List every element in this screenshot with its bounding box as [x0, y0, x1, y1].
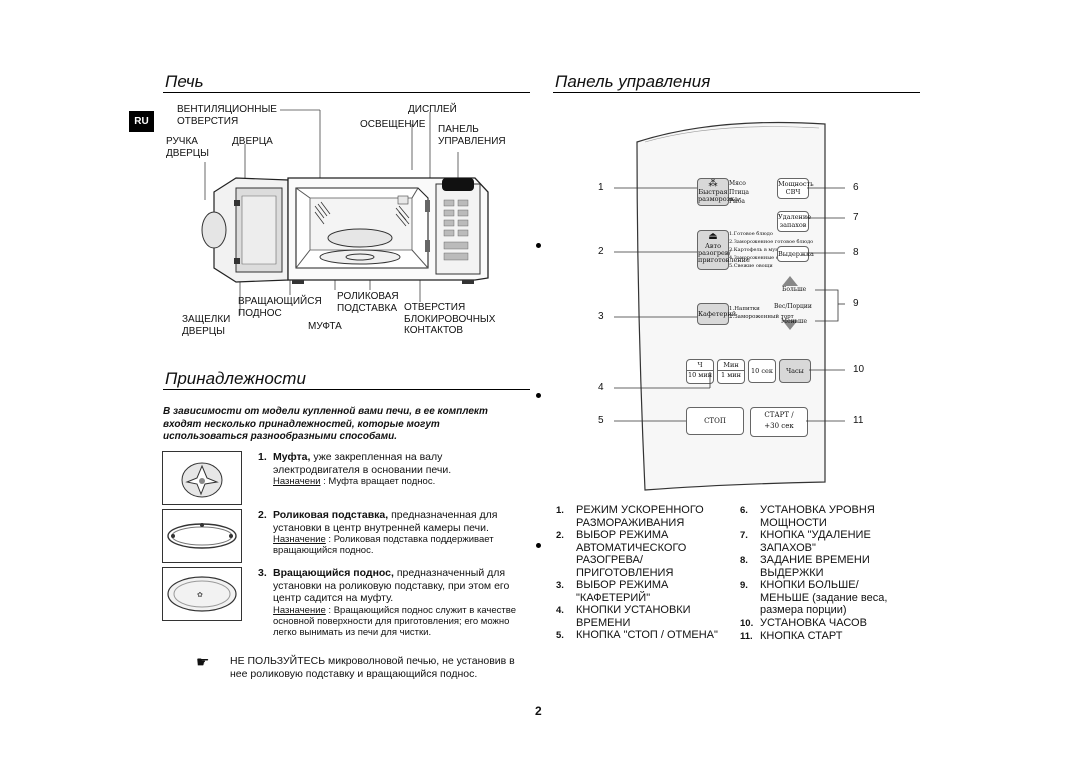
label-display: ДИСПЛЕЙ [408, 104, 457, 115]
label-door: ДВЕРЦА [232, 136, 273, 147]
label-control-panel: ПАНЕЛЬ УПРАВЛЕНИЯ [438, 124, 506, 147]
defrost-icon: ⁂ [708, 179, 718, 189]
less-button[interactable]: Меньше [781, 318, 808, 325]
stop-cancel-button[interactable]: СТОП [686, 407, 744, 435]
label-door-latches: ЗАЩЕЛКИ ДВЕРЦЫ [182, 314, 231, 337]
coupler-image [162, 451, 242, 505]
label-roller-ring: РОЛИКОВАЯ ПОДСТАВКА [337, 291, 399, 314]
accessories-title-rule [163, 389, 530, 390]
callout-2: 2 [598, 246, 604, 257]
svg-text:✿: ✿ [197, 591, 203, 599]
oven-section-title: Печь [165, 72, 204, 91]
legend-item: 4.КНОПКИ УСТАНОВКИ ВРЕМЕНИ [556, 604, 691, 629]
legend-item: 9.КНОПКИ БОЛЬШЕ/ МЕНЬШЕ (задание веса, р… [740, 579, 888, 616]
legend-item: 2.ВЫБОР РЕЖИМА АВТОМАТИЧЕСКОГО РАЗОГРЕВА… [556, 529, 687, 579]
control-panel-section-title: Панель управления [555, 72, 711, 91]
legend-item: 7.КНОПКА "УДАЛЕНИЕ ЗАПАХОВ" [740, 529, 871, 554]
accessory-item-roller-ring: 2. Роликовая подставка, предназначенная … [258, 509, 498, 556]
pot-icon: ⏏ [708, 231, 718, 242]
callout-4: 4 [598, 382, 604, 393]
callout-7: 7 [853, 212, 859, 223]
legend-item: 1.РЕЖИМ УСКОРЕННОГО РАЗМОРАЖИВАНИЯ [556, 504, 704, 529]
control-panel-title-rule [553, 92, 920, 93]
quick-defrost-button[interactable]: ⁂ Быстрая разморозка [697, 178, 738, 206]
binding-dot [536, 243, 541, 248]
callout-9: 9 [853, 298, 859, 309]
pointing-hand-icon: ☛ [196, 654, 210, 671]
deodorization-button[interactable]: Удаление запахов [777, 211, 811, 232]
callout-11: 11 [853, 415, 864, 426]
callout-5: 5 [598, 415, 604, 426]
turntable-warning: НЕ ПОЛЬЗУЙТЕСЬ микроволновой печью, не у… [230, 655, 515, 680]
auto-reheat-cook-button[interactable]: ⏏ Авто разогрев/ приготовление [697, 230, 750, 270]
start-button[interactable]: СТАРТ / +30 сек [750, 407, 808, 437]
roller-ring-image [162, 509, 242, 563]
binding-dot [536, 543, 541, 548]
weight-servings-label: Вес/Порции [774, 303, 812, 310]
oven-title-rule [163, 92, 530, 93]
accessory-item-coupler: 1. Муфта, уже закрепленная на валу элект… [258, 451, 452, 487]
label-interlock-holes: ОТВЕРСТИЯ БЛОКИРОВОЧНЫХ КОНТАКТОВ [404, 302, 496, 336]
label-light: ОСВЕЩЕНИЕ [360, 119, 426, 130]
label-coupler: МУФТА [308, 321, 342, 332]
minute-button[interactable]: Мин 1 мин [717, 359, 745, 384]
callout-6: 6 [853, 182, 859, 193]
legend-item: 11.КНОПКА СТАРТ [740, 630, 843, 642]
cafeteria-options: 1.Напитки 2.Замороженный торт [729, 306, 794, 320]
legend-item: 3.ВЫБОР РЕЖИМА "КАФЕТЕРИЙ" [556, 579, 669, 604]
control-legend-left: 1.РЕЖИМ УСКОРЕННОГО РАЗМОРАЖИВАНИЯ 2.ВЫБ… [556, 504, 746, 643]
defrost-options: Мясо Птица Рыба [729, 180, 749, 205]
legend-item: 6.УСТАНОВКА УРОВНЯ МОЩНОСТИ [740, 504, 875, 529]
label-door-handle: РУЧКА ДВЕРЦЫ [166, 136, 210, 159]
power-level-button[interactable]: Мощность СВЧ [777, 178, 814, 199]
hour-button[interactable]: Ч 10 мин [686, 359, 714, 384]
auto-reheat-options: 1.Готовое блюдо 2.Замороженное готовое б… [729, 231, 814, 269]
label-turntable: ВРАЩАЮЩИЙСЯ ПОДНОС [238, 296, 322, 319]
clock-button[interactable]: Часы [779, 359, 811, 383]
legend-item: 10.УСТАНОВКА ЧАСОВ [740, 616, 867, 629]
turntable-image: ✿ [162, 567, 242, 621]
holding-time-button[interactable]: Выдержка [777, 246, 814, 262]
oven-illustration [201, 109, 489, 315]
cafeteria-button[interactable]: Кафетерий [697, 303, 736, 325]
binding-dot [536, 393, 541, 398]
accessories-intro: В зависимости от модели купленной вами п… [163, 406, 488, 442]
control-legend-right: 6.УСТАНОВКА УРОВНЯ МОЩНОСТИ 7.КНОПКА "УД… [740, 504, 908, 644]
legend-item: 8.ЗАДАНИЕ ВРЕМЕНИ ВЫДЕРЖКИ [740, 554, 870, 579]
more-button[interactable]: Больше [782, 286, 807, 293]
callout-10: 10 [853, 364, 865, 375]
legend-item: 5.КНОПКА "СТОП / ОТМЕНА" [556, 629, 718, 641]
callout-3: 3 [598, 311, 604, 322]
language-badge: RU [129, 111, 154, 132]
callout-1: 1 [598, 182, 604, 193]
page-number: 2 [535, 704, 542, 718]
accessories-section-title: Принадлежности [165, 369, 306, 388]
callout-8: 8 [853, 247, 859, 258]
callout-lines [614, 187, 845, 422]
label-vents: ВЕНТИЛЯЦИОННЫЕ ОТВЕРСТИЯ [177, 104, 277, 127]
accessory-item-turntable: 3. Вращающийся поднос, предназначенный д… [258, 567, 516, 638]
ten-seconds-button[interactable]: 10 сек [748, 359, 776, 383]
